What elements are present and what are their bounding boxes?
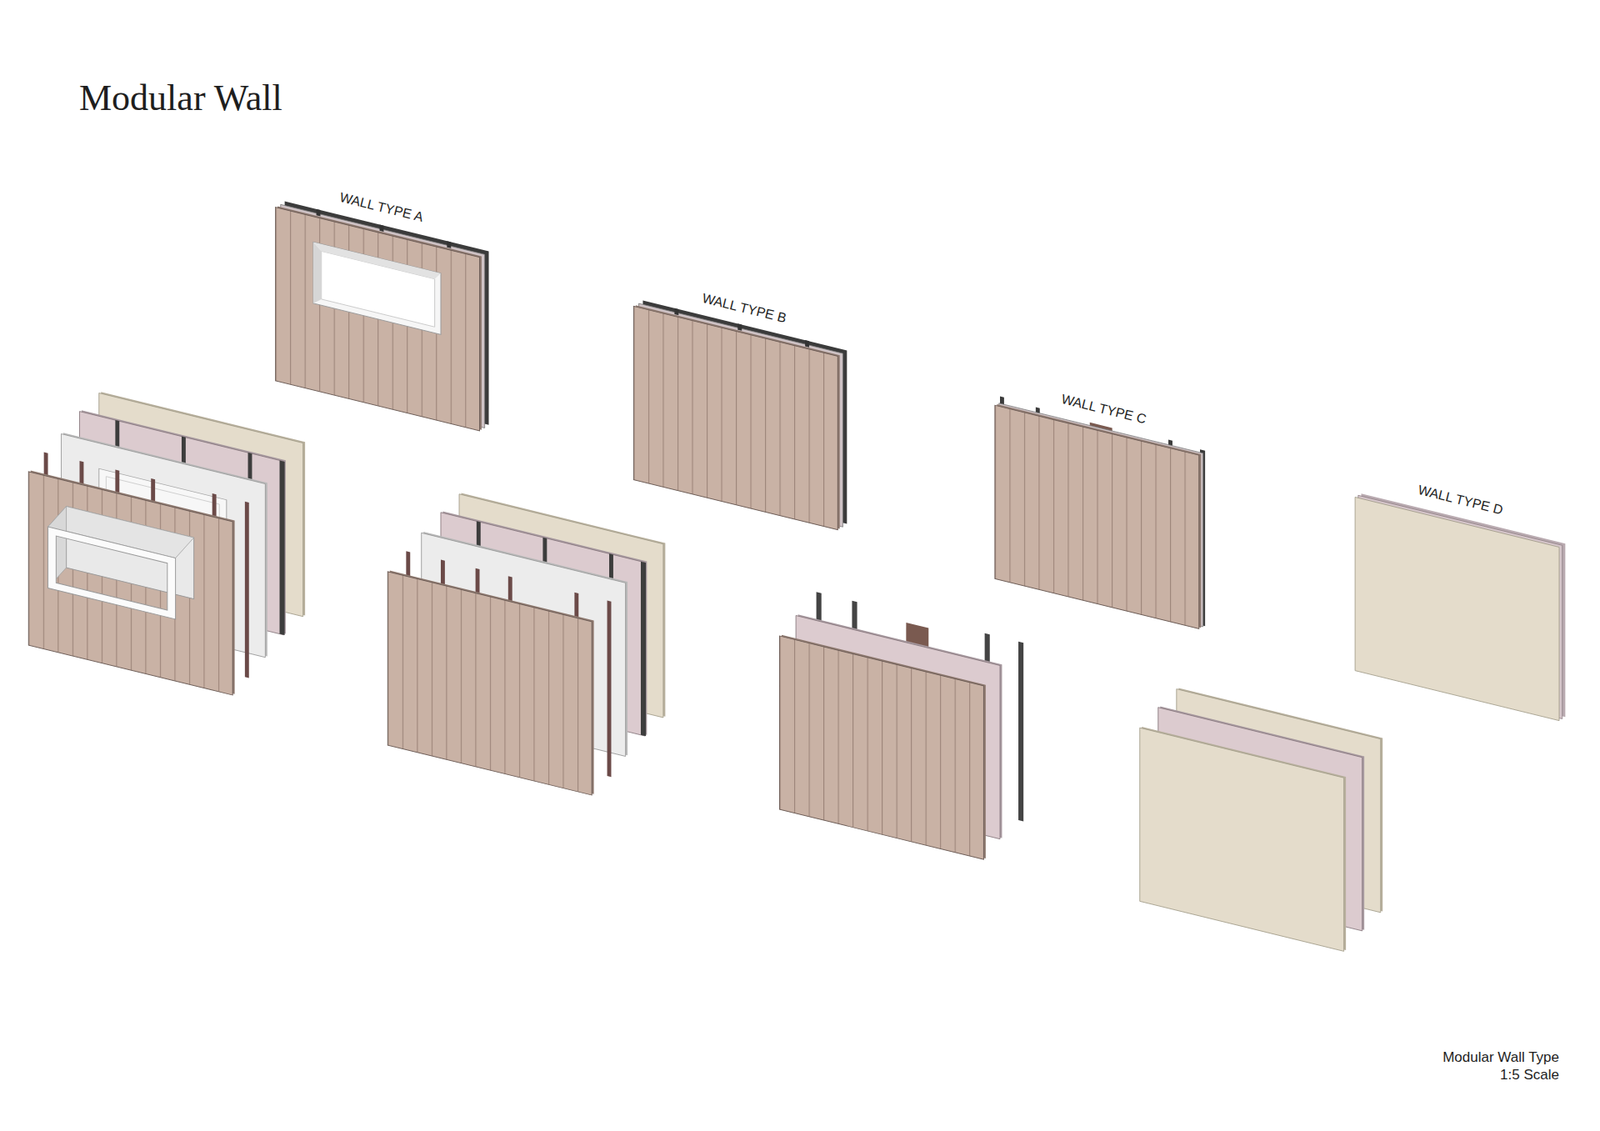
exploded-wall-b: [387, 492, 665, 796]
wall-type-b: [633, 298, 847, 533]
scale-caption: Modular Wall Type 1:5 Scale: [1425, 1048, 1560, 1084]
exploded-wall-c: [780, 591, 1025, 860]
page-title: Modular Wall: [79, 76, 283, 120]
wall-type-a: [275, 199, 490, 434]
exploded-wall-a: [28, 391, 305, 696]
exploded-wall-d: [1140, 687, 1383, 952]
wall-type-c: [995, 395, 1205, 630]
wall-type-d: [1355, 491, 1565, 722]
